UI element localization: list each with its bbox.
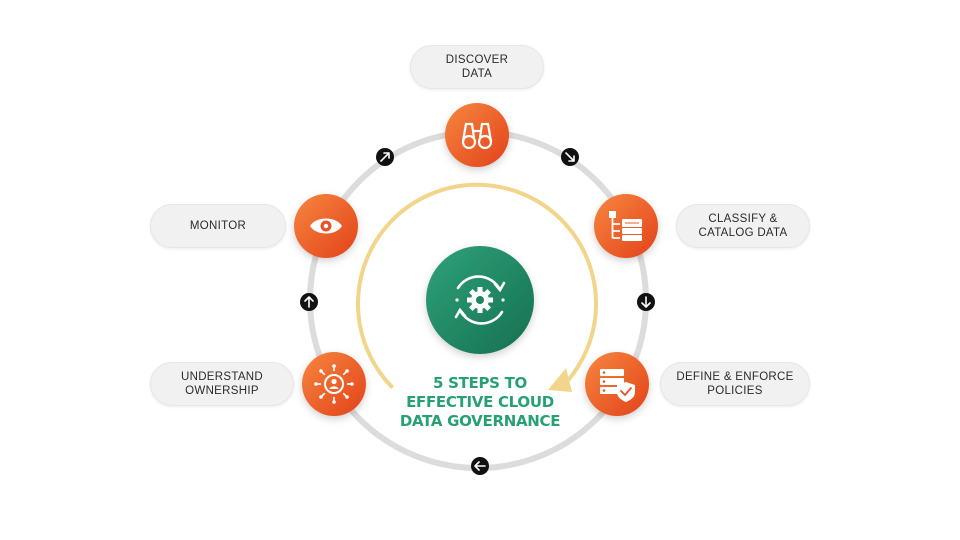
step-node-understand bbox=[302, 352, 366, 416]
eye-icon bbox=[310, 218, 342, 234]
center-node bbox=[426, 246, 534, 354]
step-label-classify: CLASSIFY & CATALOG DATA bbox=[676, 204, 810, 248]
center-gear bbox=[467, 287, 493, 313]
step-node-classify bbox=[594, 194, 658, 258]
hierarchy-list-icon bbox=[609, 211, 642, 241]
step-node-discover bbox=[445, 103, 509, 167]
diagram-title: 5 STEPS TO EFFECTIVE CLOUD DATA GOVERNAN… bbox=[399, 374, 561, 430]
connector-arrow-discover-to-classify bbox=[561, 148, 579, 166]
inner-cycle-arrowhead bbox=[548, 368, 572, 392]
gear-sync-icon bbox=[454, 275, 506, 325]
step-label-understand: UNDERSTAND OWNERSHIP bbox=[150, 362, 294, 406]
step-label-discover: DISCOVER DATA bbox=[410, 45, 544, 89]
user-network-icon bbox=[314, 364, 354, 404]
step-node-define bbox=[585, 352, 649, 416]
connector-arrow-classify-to-define bbox=[637, 293, 655, 311]
inner-cycle-arc bbox=[356, 182, 599, 389]
step-label-monitor: MONITOR bbox=[150, 204, 286, 248]
step-node-monitor bbox=[294, 194, 358, 258]
connector-arrow-define-to-understand bbox=[471, 457, 489, 475]
server-shield-icon bbox=[600, 369, 635, 402]
step-label-define: DEFINE & ENFORCE POLICIES bbox=[660, 362, 810, 406]
connector-arrow-monitor-to-discover bbox=[376, 148, 394, 166]
binoculars-icon bbox=[461, 122, 493, 150]
connector-arrow-understand-to-monitor bbox=[300, 293, 318, 311]
